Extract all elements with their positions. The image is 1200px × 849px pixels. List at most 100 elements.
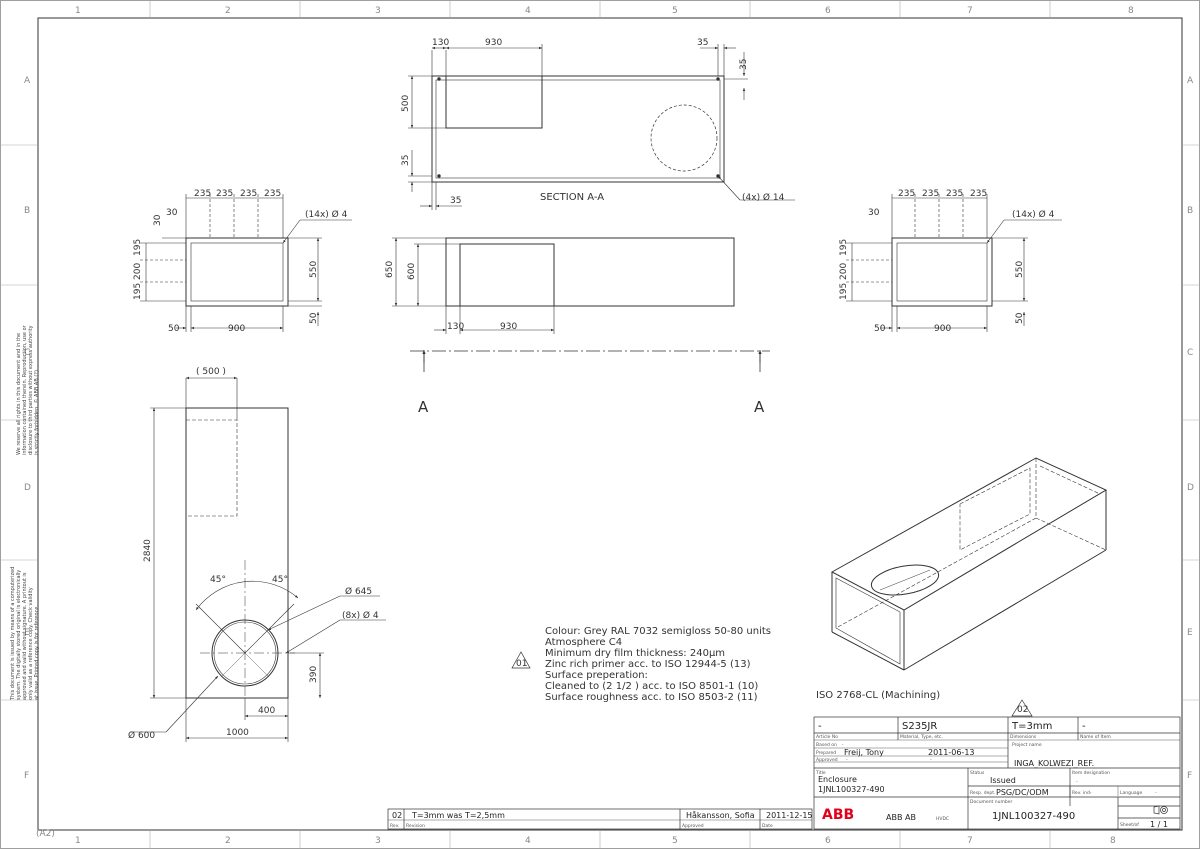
dim-label: 30 xyxy=(868,208,880,218)
dim-label: 45° xyxy=(272,575,288,585)
dim-label: 35 xyxy=(401,155,411,166)
item-designation-value: - xyxy=(1076,780,1078,785)
svg-text:This document is issued by mea: This document is issued by means of a co… xyxy=(10,567,16,701)
svg-text:Resp. dept.: Resp. dept. xyxy=(970,790,995,796)
dim-label: 600 xyxy=(407,263,417,280)
column-label: 6 xyxy=(825,6,831,16)
svg-text:Material, Type, etc.: Material, Type, etc. xyxy=(900,734,943,740)
status-value: Issued xyxy=(990,776,1016,785)
rev-ind-value: - xyxy=(1090,791,1092,796)
svg-text:Item designation: Item designation xyxy=(1072,770,1110,776)
dim-label: (8x) Ø 4 xyxy=(342,610,379,621)
dim-label: 900 xyxy=(228,324,245,334)
dim-label: 200 xyxy=(839,263,849,280)
column-label: 2 xyxy=(225,6,231,16)
hole-callout: (14x) Ø 4 xyxy=(305,209,348,220)
dim-label: 50 xyxy=(874,324,886,334)
dim-label: 390 xyxy=(309,666,319,683)
dim-label: 550 xyxy=(309,261,319,278)
svg-text:Approved: Approved xyxy=(816,757,838,763)
left-end-view xyxy=(185,237,289,307)
column-label: 7 xyxy=(967,836,973,846)
row-label: A xyxy=(24,76,31,86)
svg-text:Language: Language xyxy=(1120,790,1142,796)
revision-table-text: 02 T=3mm was T=2,5mm Håkansson, Sofia 20… xyxy=(390,810,813,829)
svg-text:Prepared: Prepared xyxy=(816,750,836,756)
column-labels-top: 1 2 3 4 5 6 7 8 xyxy=(75,6,1134,16)
row-label: B xyxy=(24,206,30,216)
right-end-view-dimensions xyxy=(846,194,1062,332)
revision-table xyxy=(387,808,813,830)
dim-label: 235 xyxy=(194,189,211,199)
side-disclaimer-lower: This document is issued by means of a co… xyxy=(10,567,40,701)
note-triangle-icon xyxy=(511,651,531,669)
right-end-view xyxy=(891,237,993,307)
note-line: Minimum dry film thickness: 240μm xyxy=(545,648,725,659)
revision-triangle-label: 02 xyxy=(1017,705,1028,715)
approved-by: - xyxy=(846,758,848,763)
svg-text:only valid as a reference copy: only valid as a reference copy. Check va… xyxy=(28,587,34,700)
note-tag: 01 xyxy=(516,659,527,669)
row-label: D xyxy=(24,483,31,493)
material-value: S235JR xyxy=(902,721,937,732)
document-number: 1JNL100327-490 xyxy=(992,811,1075,822)
note-line: Surface preperation: xyxy=(545,670,648,681)
section-a-a-view xyxy=(431,75,725,183)
row-label: E xyxy=(1187,628,1193,638)
svg-text:disclosure to third parties wi: disclosure to third parties without expr… xyxy=(28,325,34,455)
front-view xyxy=(445,237,735,307)
dim-label: 30 xyxy=(153,214,163,226)
row-label: A xyxy=(1187,76,1194,86)
dim-label: 500 xyxy=(401,95,411,112)
section-a-a-labels: 130 930 35 35 500 35 35 SECTION A-A (4x)… xyxy=(401,38,785,206)
revision-approver: Håkansson, Sofia xyxy=(686,810,755,820)
dim-label: 235 xyxy=(946,189,963,199)
column-label: 1 xyxy=(75,6,81,16)
dim-label: 130 xyxy=(432,38,449,48)
row-label: C xyxy=(1187,348,1193,358)
dim-label: 550 xyxy=(1015,261,1025,278)
top-view-dimensions xyxy=(130,376,386,742)
svg-text:Revision: Revision xyxy=(406,823,425,829)
dim-label: 50 xyxy=(1015,312,1025,324)
dim-label: 35 xyxy=(450,196,461,206)
section-title: SECTION A-A xyxy=(540,192,604,203)
dim-label: 235 xyxy=(216,189,233,199)
svg-text:Rev.: Rev. xyxy=(390,823,399,829)
svg-text:at issue. Printed copy is for: at issue. Printed copy is for reference. xyxy=(34,605,40,700)
dim-label: 130 xyxy=(447,322,464,332)
dim-label: ( 500 ) xyxy=(196,367,226,377)
row-labels-left: A B C D E F xyxy=(24,76,31,781)
drawing-title-code: 1JNL100327-490 xyxy=(818,785,885,794)
isometric-view xyxy=(830,457,1108,671)
company-name: ABB AB xyxy=(886,813,916,822)
column-label: 4 xyxy=(525,6,531,16)
resp-dept-value: PSG/DC/ODM xyxy=(996,788,1049,797)
section-mark-left: A xyxy=(418,398,429,416)
revision-text: T=3mm was T=2,5mm xyxy=(411,811,505,820)
article-no-value: - xyxy=(818,721,822,732)
svg-text:Article No: Article No xyxy=(816,734,838,740)
front-view-labels: 650 600 130 930 xyxy=(385,261,517,332)
projection-symbol-icon xyxy=(1153,805,1168,815)
abb-logo: ABB xyxy=(822,807,854,823)
section-mark-right: A xyxy=(754,398,765,416)
column-label: 3 xyxy=(375,836,381,846)
row-labels-right: A B C D E F xyxy=(1187,76,1194,781)
top-view-labels: ( 500 ) 2840 45° 45° Ø 645 (8x) Ø 4 390 … xyxy=(128,367,379,741)
title-block-text: - S235JR T=3mm - Article No Material, Ty… xyxy=(815,721,1168,829)
svg-text:We reserve all rights in this: We reserve all rights in this document a… xyxy=(16,333,22,455)
dimensions-value: T=3mm xyxy=(1011,721,1052,732)
dim-label: 50 xyxy=(168,324,180,334)
note-line: Surface roughness acc. to ISO 8503-2 (11… xyxy=(545,692,758,703)
column-label: 1 xyxy=(75,836,81,846)
column-label: 3 xyxy=(375,6,381,16)
title-block xyxy=(813,716,1181,830)
column-label: 4 xyxy=(525,836,531,846)
hole-callout: (4x) Ø 14 xyxy=(742,192,785,203)
dim-label: Ø 600 xyxy=(128,730,155,741)
dim-label: 1000 xyxy=(226,728,249,738)
dim-label: 195 xyxy=(839,239,849,256)
svg-text:is strictly forbidden. © ABB A: is strictly forbidden. © ABB AB (?) xyxy=(33,370,40,455)
